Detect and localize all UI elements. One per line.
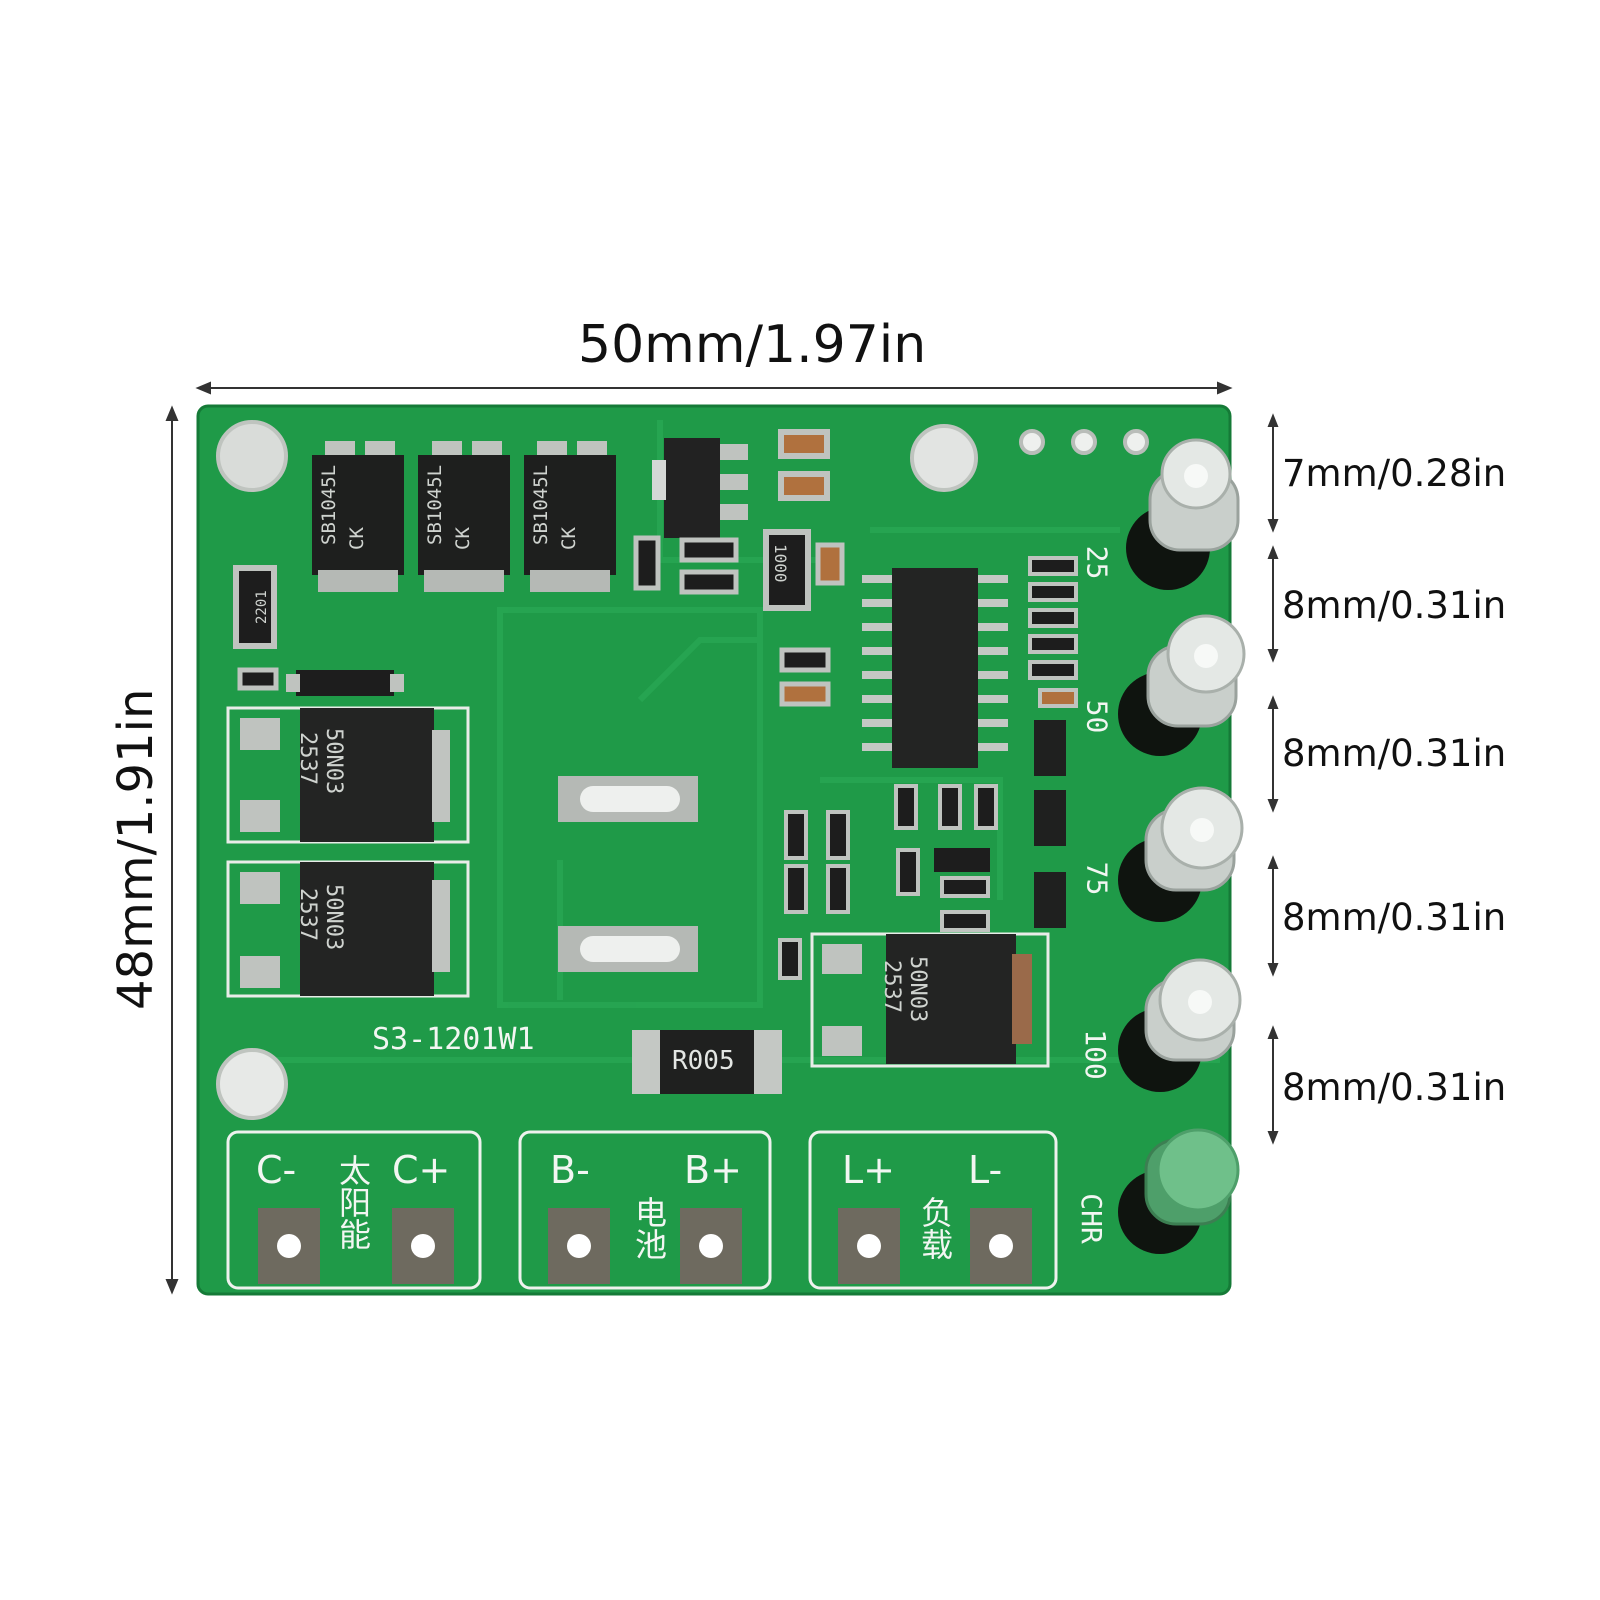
led-spacing-label-3: 8mm/0.31in [1282,732,1507,775]
diode-2-brand: CK [452,527,474,550]
diode-1-brand: CK [346,527,368,550]
led-25 [1126,438,1240,590]
terminal-battery-name: 电池 [630,1196,668,1260]
width-dimension-label: 50mm/1.97in [578,315,927,375]
led-level-label-chr: CHR [1074,1193,1108,1244]
led-50 [1118,614,1246,756]
diode-2-marking: SB1045L [424,464,446,545]
diode-3-marking: SB1045L [530,464,552,545]
smd-passives [233,429,1078,980]
resistor-2201-marking: 2201 [254,590,270,624]
terminal-pads [258,1208,1032,1284]
terminal-battery-minus: B- [550,1148,590,1192]
control-ic [862,568,1008,768]
mosfet-3-marking: 50N03 [905,956,930,1023]
led-spacing-label-5: 8mm/0.31in [1282,1066,1507,1109]
height-dimension-label: 48mm/1.91in [108,688,164,1010]
led-spacing-label-1: 7mm/0.28in [1282,452,1507,495]
led-level-label-50: 50 [1080,699,1114,734]
terminal-solar-plus: C+ [392,1148,451,1192]
terminal-load-minus: L- [968,1148,1003,1192]
led-level-label-25: 25 [1080,545,1114,580]
led-level-label-100: 100 [1078,1029,1112,1080]
height-dimension-arrow [165,405,179,1295]
small-transistors [1034,720,1066,928]
mounting-holes [216,420,1149,1120]
mosfet-1-marking: 50N03 [321,728,346,795]
terminal-battery-plus: B+ [684,1148,742,1192]
led-100 [1118,958,1242,1092]
mosfets [226,706,1050,1068]
width-dimension-arrow [195,381,1233,395]
led-spacing-label-4: 8mm/0.31in [1282,896,1507,939]
board-model-label: S3-1201W1 [372,1022,535,1057]
led-spacing-label-2: 8mm/0.31in [1282,584,1507,627]
terminal-solar-minus: C- [256,1148,297,1192]
led-chr [1118,1128,1240,1254]
terminal-blocks [226,1130,1058,1290]
terminal-load-name: 负载 [916,1196,954,1260]
shunt-resistor [632,1030,782,1094]
resistor-1000-marking: 1000 [771,544,790,583]
mosfet-3-code: 2537 [879,960,904,1013]
led-level-label-75: 75 [1080,861,1114,896]
diode-3-brand: CK [558,527,580,550]
mosfet-2-marking: 50N03 [321,884,346,951]
mosfet-1-code: 2537 [295,732,320,785]
led-spacing-arrows [1267,413,1279,1145]
indicator-leds [1118,438,1246,1254]
schottky-diodes [312,441,616,592]
voltage-regulator [652,438,748,538]
heat-pads [558,776,698,972]
led-75 [1118,786,1244,922]
shunt-marking: R005 [672,1046,735,1076]
mosfet-2-code: 2537 [295,888,320,941]
terminal-load-plus: L+ [842,1148,896,1192]
diode-1-marking: SB1045L [318,464,340,545]
terminal-solar-name: 太阳能 [334,1154,372,1250]
